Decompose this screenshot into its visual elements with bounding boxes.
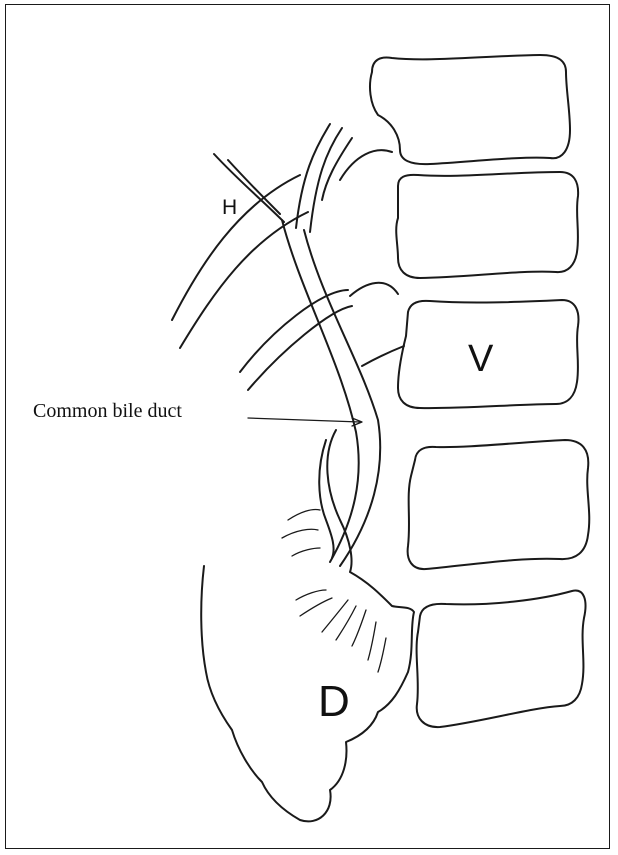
vessel-curve-4 [362,346,404,366]
duodenum-fold [300,598,332,616]
liver-edge-2 [180,212,308,348]
duodenum-fold [292,548,320,556]
duodenum-fold [282,529,318,538]
duodenum-fold [296,590,326,600]
duodenum-fold [378,638,386,672]
vertebra-label: V [468,340,493,378]
vessel-curve-3 [350,283,398,296]
duodenum-label: D [318,680,350,724]
hepatic-duct-right-inner [310,128,342,232]
duodenum-fold [288,509,320,520]
vertebra-5 [417,591,586,728]
vertebra-4 [408,440,590,569]
vertebra-2 [396,172,578,278]
duodenum [201,430,414,821]
vessel-curve-1 [240,290,348,372]
common-bile-duct-pointer [248,418,360,422]
common-bile-duct-label: Common bile duct [33,401,182,421]
duodenum-fold [352,610,366,646]
biliary-tree [214,124,380,566]
vessel-curve-5 [340,150,392,180]
label-leader [248,418,362,426]
hepatic-label: H [222,197,237,218]
vertebral-column [370,55,589,727]
surrounding-structures [172,150,404,390]
common-bile-duct-right-wall [304,230,380,566]
vertebra-1 [370,55,570,164]
duodenum-fold [368,622,376,660]
common-bile-duct-left-wall [282,220,359,562]
duodenum-outline [201,430,414,821]
